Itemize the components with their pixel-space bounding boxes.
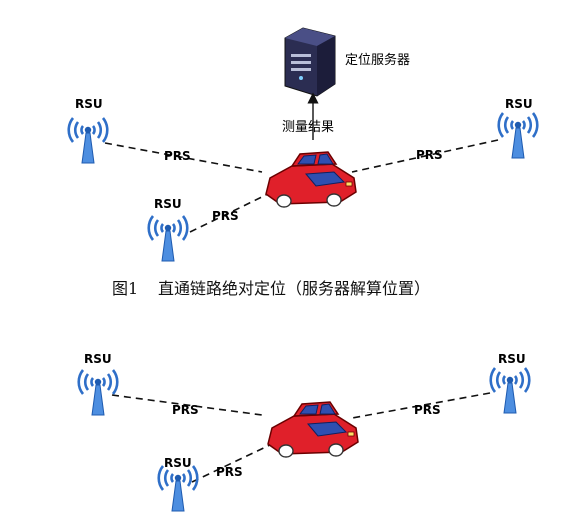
figure-1: 定位服务器 测量结果 PRS PRS PRS RSU RSU RSU 图1 直通… xyxy=(67,27,539,298)
rsu-antenna-icon xyxy=(77,368,119,417)
rsu-antenna-icon xyxy=(147,214,189,263)
prs-link-right xyxy=(351,139,499,173)
figure-caption: 直通链路绝对定位（服务器解算位置） xyxy=(158,279,430,298)
rsu-label: RSU xyxy=(84,352,112,366)
figure-2: PRS PRS PRS RSU RSU RSU xyxy=(77,352,531,513)
car-icon xyxy=(267,401,359,458)
rsu-label: RSU xyxy=(154,197,182,211)
server-label: 定位服务器 xyxy=(345,52,410,68)
rsu-label: RSU xyxy=(498,352,526,366)
prs-label-left: PRS xyxy=(164,149,191,163)
rsu-antenna-icon xyxy=(489,366,531,415)
rsu-antenna-icon xyxy=(497,111,539,160)
rsu-label: RSU xyxy=(75,97,103,111)
prs-link-bottom xyxy=(191,443,273,483)
prs-link-left xyxy=(111,394,263,416)
prs-link-left xyxy=(104,142,263,173)
rsu-label: RSU xyxy=(505,97,533,111)
car-icon xyxy=(265,151,357,208)
prs-link-bottom xyxy=(189,193,269,233)
prs-label-bottom: PRS xyxy=(212,209,239,223)
rsu-label: RSU xyxy=(164,456,192,470)
figure-caption-number: 图1 xyxy=(112,279,138,298)
prs-label-left: PRS xyxy=(172,403,199,417)
measure-label: 测量结果 xyxy=(282,120,334,135)
prs-label-right: PRS xyxy=(416,148,443,162)
server-icon xyxy=(284,27,336,97)
prs-label-bottom: PRS xyxy=(216,465,243,479)
prs-label-right: PRS xyxy=(414,403,441,417)
rsu-antenna-icon xyxy=(67,116,109,165)
rsu-antenna-icon xyxy=(157,464,199,513)
